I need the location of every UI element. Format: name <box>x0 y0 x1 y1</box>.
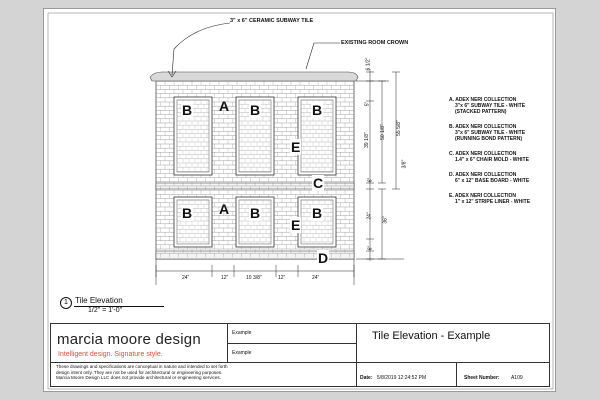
legend-item: A. ADEX NERI COLLECTION 3"x 6" SUBWAY TI… <box>449 97 530 115</box>
legend-item: E. ADEX NERI COLLECTION 1" x 12" STRIPE … <box>449 193 530 205</box>
drawing-sheet: 3" x 6" CERAMIC SUBWAY TILE EXISTING ROO… <box>43 8 556 392</box>
sheet-number-value: A109 <box>510 375 523 381</box>
view-title-underline <box>74 306 164 307</box>
disclaimer-line: These drawings and specifications are co… <box>56 364 228 369</box>
legend-title: B. ADEX NERI COLLECTION <box>449 124 517 130</box>
date-value: 5/8/2019 12:24:52 PM <box>376 375 427 381</box>
title-block-sheet-number-cell: Sheet Number: A109 <box>456 362 549 386</box>
dimension-right: 5" <box>364 101 371 107</box>
legend: A. ADEX NERI COLLECTION 3"x 6" SUBWAY TI… <box>449 97 530 205</box>
legend-title: E. ADEX NERI COLLECTION <box>449 193 517 199</box>
view-number: 1 <box>64 299 68 306</box>
dimension-bottom: 24" <box>312 275 320 281</box>
zone-letter: B <box>249 205 262 221</box>
dimension-bottom: 12" <box>221 275 229 281</box>
legend-line: 1" x 12" STRIPE LINER - WHITE <box>455 199 531 205</box>
zone-letter: B <box>181 205 194 221</box>
dimension-bottom: 10 3/8" <box>246 275 262 281</box>
legend-line: 3"x 6" SUBWAY TILE - WHITE <box>455 130 526 136</box>
title-block-brand-cell: marcia moore design Intelligent design. … <box>51 324 228 363</box>
sheet-number-row: Sheet Number: A109 <box>464 375 523 381</box>
dimension-right: 3/8" <box>401 159 408 169</box>
crown-molding <box>149 71 359 82</box>
disclaimer-line: Marcia Moore Design LLC does not provide… <box>56 375 221 381</box>
dimension-bottom: 12" <box>278 275 286 281</box>
zone-letter: D <box>317 250 330 266</box>
brand-name: marcia moore design <box>57 331 201 348</box>
legend-item: D. ADEX NERI COLLECTION 6" x 12" BASE BO… <box>449 172 530 184</box>
zone-letter: A <box>219 98 230 114</box>
dimension-right: 6" <box>367 245 374 251</box>
zone-letter: B <box>311 102 324 118</box>
brand-tagline: Intelligent design. Signature style. <box>58 351 163 358</box>
legend-title: C. ADEX NERI COLLECTION <box>449 151 517 157</box>
disclaimer-line: design intent only. They are not be used… <box>56 369 223 375</box>
sheet-inner-border <box>47 12 554 390</box>
legend-title: A. ADEX NERI COLLECTION <box>449 97 517 103</box>
zone-letter: E <box>290 217 302 233</box>
field-row: Example <box>227 324 356 344</box>
field-2: Example <box>232 350 252 356</box>
title-block-fields-cell: Example Example <box>227 324 357 363</box>
field-1: Example <box>232 330 252 336</box>
dimension-right: 6" <box>367 177 374 183</box>
zone-letter: E <box>290 139 302 155</box>
tile-callout: 3" x 6" CERAMIC SUBWAY TILE <box>230 18 314 24</box>
legend-line: (STACKED PATTERN) <box>455 109 507 115</box>
dimension-right: 50 1/8" <box>379 124 386 140</box>
title-block-sheet-title-cell: Tile Elevation - Example <box>356 324 549 363</box>
zone-letter: A <box>219 201 230 217</box>
sheet-title: Tile Elevation - Example <box>372 330 491 342</box>
view-title: Tile Elevation <box>75 296 123 305</box>
view-scale: 1/2" = 1'-0" <box>88 307 123 314</box>
legend-line: 1.4" x 6" CHAIR MOLD - WHITE <box>455 157 529 163</box>
tile-callout-leader <box>171 22 231 76</box>
legend-line: (RUNNING BOND PATTERN) <box>455 136 523 142</box>
legend-line: 6" x 12" BASE BOARD - WHITE <box>455 178 530 184</box>
legend-item: B. ADEX NERI COLLECTION 3"x 6" SUBWAY TI… <box>449 124 530 142</box>
zone-letter: B <box>249 102 262 118</box>
dimension-right: 24" <box>366 212 373 220</box>
sheet-number-label: Sheet Number: <box>464 375 500 381</box>
crown-callout-leader <box>305 42 340 70</box>
zone-letter: B <box>311 205 324 221</box>
date-label: Date: <box>360 375 373 381</box>
dimension-right: 6 1/2" <box>365 57 372 71</box>
title-block-disclaimer-cell: These drawings and specifications are co… <box>51 362 357 386</box>
title-block: marcia moore design Intelligent design. … <box>50 323 550 387</box>
crown-callout: EXISTING ROOM CROWN <box>341 40 409 46</box>
dimension-bottom: 24" <box>182 275 190 281</box>
title-block-date-cell: Date: 5/8/2019 12:24:52 PM <box>356 362 457 386</box>
tile-callout-arrow <box>167 70 177 78</box>
zone-letter: B <box>181 102 194 118</box>
dimension-right: 36" <box>382 216 389 224</box>
date-row: Date: 5/8/2019 12:24:52 PM <box>360 375 426 381</box>
dimension-right: 55 5/8" <box>395 120 402 136</box>
view-label: 1 Tile Elevation 1/2" = 1'-0" <box>60 296 190 316</box>
legend-title: D. ADEX NERI COLLECTION <box>449 172 517 178</box>
dimension-right: 39 1/8" <box>363 132 370 148</box>
zone-letter: C <box>312 175 325 191</box>
legend-item: C. ADEX NERI COLLECTION 1.4" x 6" CHAIR … <box>449 151 530 163</box>
disclaimer: These drawings and specifications are co… <box>56 364 228 381</box>
view-number-circle: 1 <box>60 297 72 309</box>
legend-line: 3"x 6" SUBWAY TILE - WHITE <box>455 103 526 109</box>
